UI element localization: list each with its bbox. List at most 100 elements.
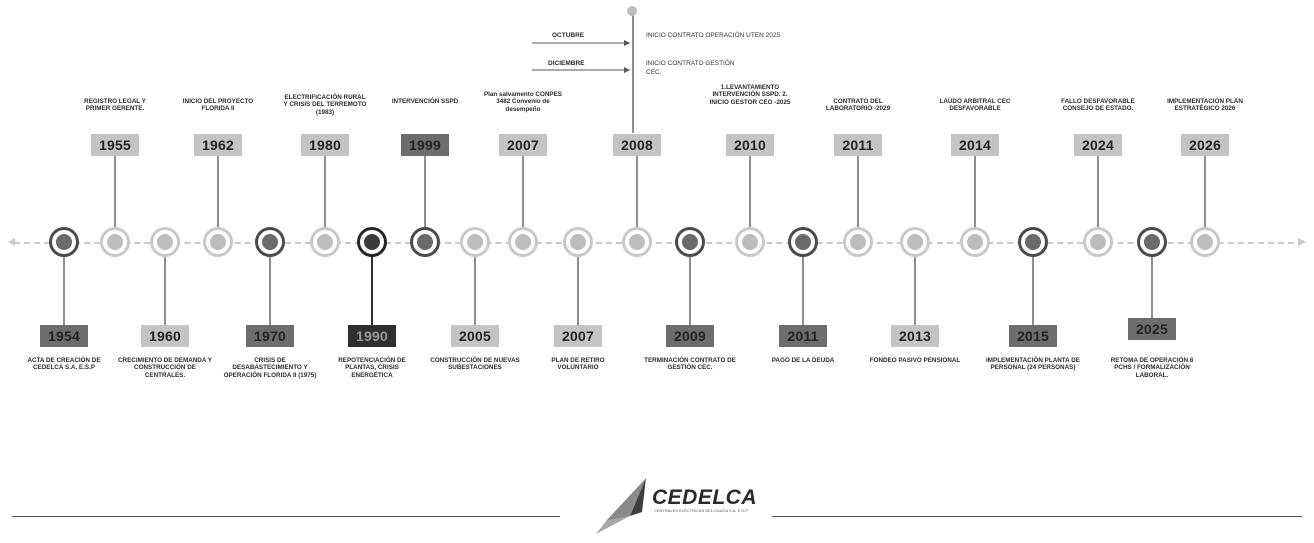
year-box-1990-b: 1990 — [348, 325, 396, 347]
timeline-node-2024 — [1083, 227, 1113, 257]
event-caption-1962: INICIO DEL PROYECTO FLORIDA II — [182, 98, 254, 113]
connector-2026 — [1204, 155, 1206, 227]
year-box-1980: 1980 — [301, 134, 349, 156]
event-caption-2024: FALLO DESFAVORABLE CONSEJO DE ESTADO. — [1061, 98, 1135, 113]
year-box-2007: 2007 — [499, 134, 547, 156]
timeline-node-1962 — [203, 227, 233, 257]
connector-1954-b — [63, 257, 65, 325]
event-caption-1955: REGISTRO LEGAL Y PRIMER GERENTE. — [84, 98, 146, 113]
connector-2014 — [974, 155, 976, 227]
event-caption-2009-b: TERMINACIÓN CONTRATO DE GESTIÓN CEC. — [644, 357, 736, 372]
year-box-2009-b: 2009 — [666, 325, 714, 347]
event-caption-2015-b: IMPLEMENTACIÓN PLANTA DE PERSONAL (24 PE… — [986, 357, 1080, 372]
timeline-node-1960-b — [150, 227, 180, 257]
event-caption-1954-b: ACTA DE CREACIÓN DE CEDELCA S.A. E.S.P — [27, 357, 101, 372]
note-arrows — [532, 40, 630, 73]
connector-1990-b — [371, 257, 373, 325]
year-box-1960-b: 1960 — [141, 325, 189, 347]
event-caption-2005-b: CONSTRUCCIÓN DE NUEVAS SUBESTACIONES — [430, 357, 520, 372]
year-box-2015-b: 2015 — [1009, 325, 1057, 347]
connector-2015-b — [1032, 257, 1034, 325]
connector-2010 — [749, 155, 751, 227]
logo-wordmark: CEDELCA — [652, 486, 758, 509]
event-caption-2010: 1.LEVANTAMIENTO INTERVENCIÓN SSPD. 2. IN… — [709, 84, 791, 106]
year-box-1999: 1999 — [401, 134, 449, 156]
year-box-2005-b: 2005 — [451, 325, 499, 347]
connector-1980 — [324, 155, 326, 227]
year-box-1962: 1962 — [194, 134, 242, 156]
timeline-axis — [14, 242, 1294, 244]
timeline-node-1999 — [410, 227, 440, 257]
year-box-2010: 2010 — [726, 134, 774, 156]
year-box-1954-b: 1954 — [40, 325, 88, 347]
connector-1999 — [424, 155, 426, 227]
event-caption-2011-b: PAGO DE LA DEUDA — [771, 357, 835, 364]
timeline-node-1954-b — [49, 227, 79, 257]
event-caption-1980: ELECTRIFICACIÓN RURAL Y CRISIS DEL TERRE… — [283, 94, 367, 116]
timeline-node-2007 — [508, 227, 538, 257]
footer-rule-left — [12, 516, 560, 517]
timeline-node-2009-b — [675, 227, 705, 257]
timeline-node-2008 — [622, 227, 652, 257]
event-caption-2025-b: RETOMA DE OPERACIÓN 8 PCHS / FORMALIZACI… — [1110, 357, 1194, 379]
timeline-node-1990-b — [357, 227, 387, 257]
year-box-2025-b: 2025 — [1128, 318, 1176, 340]
year-box-2011-b: 2011 — [779, 325, 827, 347]
connector-2007 — [522, 155, 524, 227]
event-caption-2013-b: FONDEO PASIVO PENSIONAL — [869, 357, 961, 364]
event-caption-2026: IMPLEMENTACIÓN PLAN ESTRATÉGICO 2026 — [1167, 98, 1243, 113]
axis-arrows — [8, 238, 1306, 246]
connector-2008 — [636, 155, 638, 227]
timeline-node-1970-b — [255, 227, 285, 257]
year-box-2014: 2014 — [951, 134, 999, 156]
connector-1960-b — [164, 257, 166, 325]
right-arrow-icon — [1298, 238, 1306, 246]
connector-2008-tall — [632, 10, 634, 133]
event-caption-1960-b: CRECIMIENTO DE DEMANDA Y CONSTRUCCIÓN DE… — [118, 357, 212, 379]
event-caption-1999: INTERVENCIÓN SSPD — [391, 98, 459, 105]
event-caption-1990-b: REPOTENCIACIÓN DE PLANTAS, CRISIS ENERGÉ… — [338, 357, 406, 379]
year-box-2024: 2024 — [1074, 134, 1122, 156]
left-arrow-icon — [8, 238, 15, 246]
timeline-node-1955 — [100, 227, 130, 257]
connector-2011-b — [802, 257, 804, 325]
cedelca-logo-icon — [596, 478, 646, 534]
timeline-node-2010 — [735, 227, 765, 257]
octubre-label: OCTUBRE — [552, 32, 585, 39]
connector-2009-b — [689, 257, 691, 325]
footer-rule-right — [772, 516, 1302, 517]
diciembre-note: INICIO CONTRATO GESTIÓN CEC. — [646, 60, 735, 76]
year-box-2008: 2008 — [613, 134, 661, 156]
timeline-node-2011-b — [788, 227, 818, 257]
dot-2008-top — [627, 6, 637, 16]
timeline-node-2015-b — [1018, 227, 1048, 257]
connector-2011 — [857, 155, 859, 227]
timeline-node-2005-b — [460, 227, 490, 257]
octubre-note: INICIO CONTRATO OPERACIÓN UTEN 2025 — [646, 32, 781, 39]
timeline-node-2011 — [843, 227, 873, 257]
connector-2013-b — [914, 257, 916, 325]
connector-1955 — [114, 155, 116, 227]
timeline-node-2026 — [1190, 227, 1220, 257]
year-box-1955: 1955 — [91, 134, 139, 156]
timeline-node-2014 — [960, 227, 990, 257]
event-caption-2007-b: PLAN DE RETIRO VOLUNTARIO — [551, 357, 605, 372]
diciembre-label: DICIEMBRE — [548, 60, 585, 67]
year-box-1970-b: 1970 — [246, 325, 294, 347]
connector-2024 — [1097, 155, 1099, 227]
connector-2007-b — [577, 257, 579, 325]
event-caption-1970-b: CRISIS DE DESABASTECIMIENTO Y OPERACIÓN … — [223, 357, 317, 379]
year-box-2026: 2026 — [1181, 134, 1229, 156]
timeline-node-2007-b — [563, 227, 593, 257]
timeline-node-2013-b — [900, 227, 930, 257]
year-box-2007-b: 2007 — [554, 325, 602, 347]
timeline-node-2025-b — [1137, 227, 1167, 257]
logo-tagline: CENTRALES ELÉCTRICAS DEL CAUCA S.A. E.S.… — [654, 508, 748, 513]
event-caption-2007: Plan salvamento CONPES 3482 Convenio de … — [483, 91, 563, 113]
connector-2025-b — [1151, 257, 1153, 325]
event-caption-2011: CONTRATO DEL LABORATORIO -2029 — [825, 98, 891, 113]
connector-1962 — [217, 155, 219, 227]
year-box-2011: 2011 — [834, 134, 882, 156]
timeline-node-1980 — [310, 227, 340, 257]
